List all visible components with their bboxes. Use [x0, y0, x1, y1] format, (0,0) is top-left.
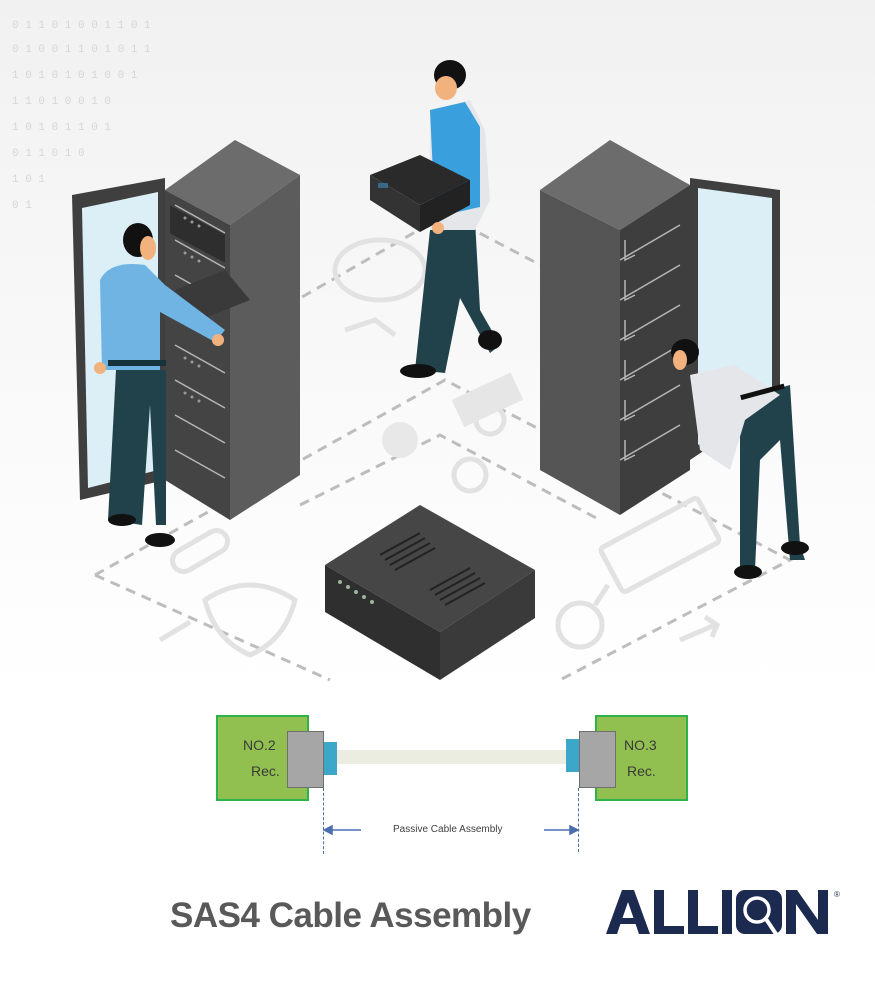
allion-logo: ®: [606, 890, 840, 936]
keyboard-icon: [451, 372, 524, 428]
receptacle-right-line2: Rec.: [627, 763, 656, 779]
connector-right: [579, 731, 616, 788]
clip-icon: [344, 317, 397, 337]
technician-carrying-server: [370, 60, 502, 378]
floor-icons: [158, 237, 722, 658]
receptacle-left-line1: NO.2: [243, 737, 276, 753]
network-node-icon: [382, 422, 418, 458]
svg-text:1 0 1: 1 0 1: [12, 174, 45, 186]
svg-text:0 1: 0 1: [12, 200, 32, 212]
arrow-right-icon: [569, 824, 580, 836]
monitor-icon: [598, 496, 722, 594]
svg-text:1 0 1 0 1 0 1 0 0 1: 1 0 1 0 1 0 1 0 0 1: [12, 70, 138, 82]
dimension-line-right: [578, 788, 579, 852]
technician-left: [94, 223, 225, 547]
svg-text:0 1 1 0 1 0 0 1 1 0: 0 1 1 0 1 0 0 1 1 0 1: [12, 20, 151, 32]
receptacle-left-line2: Rec.: [251, 763, 280, 779]
background-digit-pattern: 0 1 1 0 1 0 0 1 1 0 1 0 1 0 0 1 1 0 1 0 …: [12, 20, 151, 212]
magnifier-logo-icon: [736, 890, 782, 936]
svg-text:0 1 0 0 1 1 0 1 0 1: 0 1 0 0 1 1 0 1 0 1 1: [12, 44, 151, 56]
dimension-line-left: [323, 788, 324, 854]
svg-text:0 1 1 0 1 0: 0 1 1 0 1 0: [12, 148, 85, 160]
shield-icon: [202, 582, 298, 658]
carried-server-unit: [370, 155, 470, 232]
arrow-icon: [679, 614, 721, 643]
left-arrow-icon: [158, 619, 192, 643]
plug-right: [566, 739, 579, 772]
page-title: SAS4 Cable Assembly: [170, 896, 531, 935]
receptacle-right-line1: NO.3: [624, 737, 657, 753]
technician-right: [671, 339, 809, 579]
chat-bubble-icon: [332, 237, 428, 303]
link-icon: [170, 528, 230, 574]
connector-left: [287, 731, 324, 788]
passive-cable: [337, 750, 566, 764]
data-center-illustration: 0 1 1 0 1 0 0 1 1 0 1 0 1 0 0 1 1 0 1 0 …: [12, 20, 809, 682]
svg-text:1 0 1 0 1 1 0 1: 1 0 1 0 1 1 0 1: [12, 122, 111, 134]
cable-assembly-diagram: NO.2 Rec. NO.3 Rec. Passive Cable Assemb…: [0, 690, 875, 870]
plug-left: [324, 742, 337, 775]
arrow-left-icon: [322, 824, 333, 836]
dimension-arrows: [322, 824, 580, 836]
svg-text:1 1 0 1 0 0 1 0: 1 1 0 1 0 0 1 0: [12, 96, 111, 108]
left-server-rack: [72, 140, 300, 520]
registered-mark: ®: [834, 890, 840, 899]
magnifier-icon: [555, 600, 605, 650]
floor-server-chassis: [325, 505, 535, 680]
dimension-label: Passive Cable Assembly: [393, 824, 503, 835]
